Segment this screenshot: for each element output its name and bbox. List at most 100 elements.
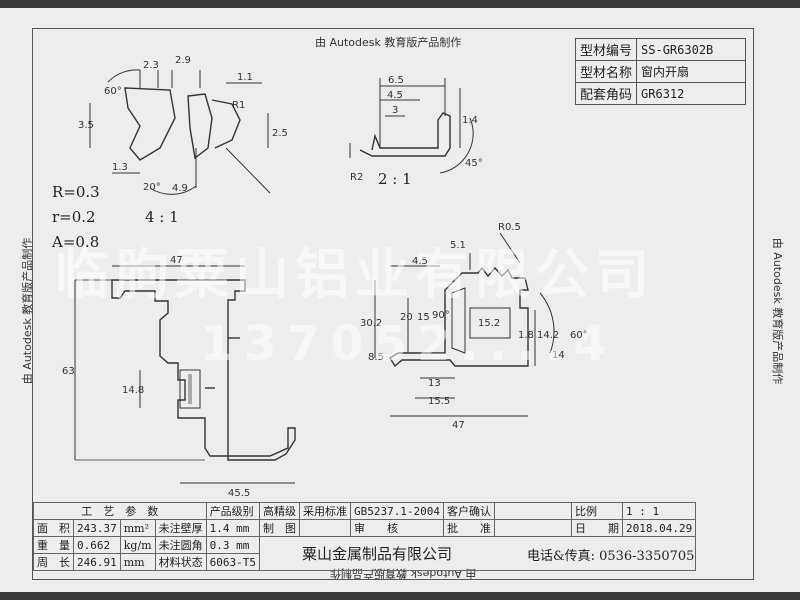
dim-label: 1.8 [518,330,534,341]
wall-label: 未注壁厚 [154,519,207,537]
dim-label: 15.5 [428,396,450,407]
area-label: 面 积 [33,519,74,537]
dim-label: 1.1 [237,72,253,83]
dim-label: 45.5 [228,488,250,499]
dim-label: 63 [62,366,75,377]
drawn-cell [298,519,351,537]
dim-label: R2 [350,172,363,183]
company-name: 粟山金属制品有限公司 [302,545,453,563]
standard-value: GB5237.1-2004 [349,502,445,520]
dim-label: 13 [428,378,441,389]
watermark-company: 临朐粟山铝业有限公司 [55,243,655,306]
dim-label: 20 [400,312,413,323]
product-grade-label: 产品级别 [205,502,260,520]
dim-label: 30.2 [360,318,382,329]
dim-label: 5.1 [450,240,466,251]
process-params-header: 工 艺 参 数 [33,502,207,520]
radius-value-number: 0.3 [209,538,230,552]
title-label: 型材编号 [574,38,638,61]
detail-2-1 [349,78,474,174]
dim-label: 14.2 [537,330,559,341]
drawing-sheet: 由 Autodesk 教育版产品制作 由 Autodesk 教育版产品制作 由 … [0,8,800,592]
dim-label: 15.2 [478,318,500,329]
area-unit: mm² [119,519,156,537]
table-row: 周 长 246.91 mm 材料状态 6063-T5 [33,553,696,571]
dim-label: 60° [104,86,122,97]
dim-label: 8.5 [368,352,384,363]
perimeter-unit: mm [119,553,156,571]
perimeter-label: 周 长 [33,553,74,571]
note-r-small: r=0.2 [52,208,96,226]
weight-unit: kg/m [119,536,156,554]
radius-label: 未注圆角 [154,536,207,554]
detail-scale-4-1: 4 : 1 [145,208,179,226]
material-value: 6063-T5 [205,553,260,571]
title-value: 窗内开扇 [636,60,747,83]
phone-fax: 电话&传真: 0536-3350705 [527,549,695,564]
approve-cell [494,519,573,537]
dim-label: 14 [552,350,565,361]
dim-label: 4.5 [387,90,403,101]
dim-label: 3 [392,105,398,116]
radius-unit: mm [236,538,250,552]
radius-value: 0.3 mm [205,536,260,554]
dim-label: 4.5 [412,256,428,267]
customer-confirm-label: 客户确认 [443,502,496,520]
table-row: 工 艺 参 数 产品级别 高精级 采用标准 GB5237.1-2004 客户确认… [33,502,697,520]
detail-scale-2-1: 2 : 1 [378,170,412,188]
dim-label: 45° [465,158,483,169]
dim-label: 90° [432,310,450,321]
dim-label: 15 [417,312,430,323]
wall-value-number: 1.4 [209,521,230,535]
side-label-top: 由 Autodesk 教育版产品制作 [315,36,462,49]
drawing-svg: 2.3 2.9 1.1 60° 3.5 R1 2.5 1.3 20° 4.9 6… [62,55,588,499]
weight-value: 0.662 [73,536,121,554]
table-row: 面 积 243.37 mm² 未注壁厚 1.4 mm 制 图 审 核 批 准 日… [33,519,697,537]
title-row: 配套角码 GR6312 [574,82,747,105]
drawing-frame [32,28,754,580]
title-value: GR6312 [636,82,747,105]
main-profile [74,265,296,484]
scale-label: 比例 [571,502,624,520]
area-value: 243.37 [73,519,121,537]
title-block: 型材编号 SS-GR6302B 型材名称 窗内开扇 配套角码 GR6312 [574,38,747,105]
dim-label: 14.8 [122,385,144,396]
product-grade-value: 高精级 [258,502,300,520]
dim-label: R0.5 [498,222,521,233]
date-label: 日 期 [571,519,624,537]
table-row: 重 量 0.662 kg/m 未注圆角 0.3 mm [33,536,697,571]
title-row: 型材名称 窗内开扇 [574,60,747,83]
dim-label: 6.5 [388,75,404,86]
scale-value: 1 : 1 [622,502,697,520]
dim-label: 47 [452,420,465,431]
customer-confirm-cell [494,502,573,520]
perimeter-value: 246.91 [73,553,121,571]
review-label: 审 核 [349,519,445,537]
dim-label: 3.5 [78,120,94,131]
note-r-big: R=0.3 [52,183,100,201]
standard-label: 采用标准 [298,502,351,520]
title-row: 型材编号 SS-GR6302B [574,38,747,61]
parameter-table: 工 艺 参 数 产品级别 高精级 采用标准 GB5237.1-2004 客户确认… [33,502,697,571]
wall-value: 1.4 mm [205,519,260,537]
dim-label: 2.5 [272,128,288,139]
dim-label: 2.9 [175,55,191,66]
radius-notes: R=0.3 r=0.2 A=0.8 [52,180,100,255]
title-label: 配套角码 [574,82,638,105]
dim-label: 47 [170,255,183,266]
dim-label: 20° [143,182,161,193]
company-area [258,536,697,571]
date-value: 2018.04.29 [622,519,697,537]
dim-label: 2.3 [143,60,159,71]
dimension-labels: 2.3 2.9 1.1 60° 3.5 R1 2.5 1.3 20° 4.9 6… [62,55,588,499]
drawn-label: 制 图 [258,519,300,537]
right-profile [374,232,555,417]
watermark-phone: 137052....4 [200,316,617,372]
approve-label: 批 准 [443,519,496,537]
dim-label: 4.9 [172,183,188,194]
note-a: A=0.8 [52,233,100,251]
material-label: 材料状态 [154,553,207,571]
detail-4-1 [89,69,271,195]
dim-label: 1.3 [112,162,128,173]
wall-unit: mm [236,521,250,535]
